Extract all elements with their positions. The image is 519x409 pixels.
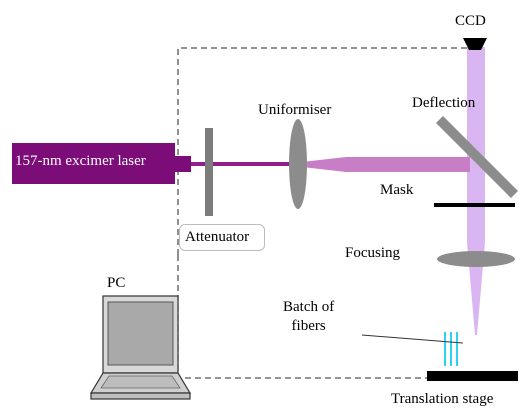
beam-expanded — [302, 157, 470, 172]
batch-of-fibers-label: Batch of fibers — [283, 298, 334, 336]
ccd-label: CCD — [455, 13, 486, 29]
laser-body — [12, 143, 175, 184]
batch-label-line2: fibers — [291, 318, 326, 334]
translation-stage — [427, 371, 518, 381]
pc-laptop-icon — [89, 295, 192, 400]
beam-vertical-upper — [467, 47, 485, 162]
laser-nozzle — [175, 156, 191, 172]
beam-vertical-lower — [467, 162, 485, 242]
ccd-camera-icon — [463, 38, 487, 50]
uniformiser-lens — [289, 119, 307, 209]
batch-label-line1: Batch of — [283, 299, 335, 315]
laser-label: 157-nm excimer laser — [15, 153, 146, 169]
translation-stage-label: Translation stage — [391, 391, 494, 407]
dashed-enclosure — [177, 47, 468, 255]
mask-plate — [434, 203, 515, 207]
focusing-label: Focusing — [345, 245, 401, 261]
deflection-label: Deflection — [412, 95, 476, 111]
batch-pointer-line — [361, 334, 464, 344]
attenuator-label: Attenuator — [185, 229, 250, 245]
deflection-mirror — [436, 116, 518, 198]
mask-label: Mask — [380, 182, 414, 198]
attenuator-label-box: Attenuator — [179, 224, 265, 251]
uniformiser-label: Uniformiser — [258, 102, 332, 118]
beam-narrow — [191, 162, 298, 166]
focusing-lens — [437, 251, 515, 267]
attenuator-plate — [205, 128, 213, 216]
pc-label: PC — [107, 275, 126, 291]
